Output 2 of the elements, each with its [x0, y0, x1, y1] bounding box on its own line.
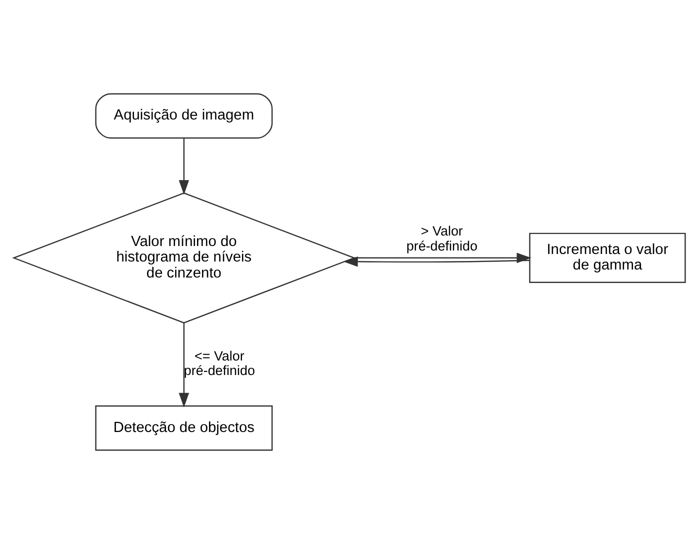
edge-label: > Valor pré-definido — [406, 224, 478, 254]
edge-label: <= Valor pré-definido — [184, 348, 255, 378]
